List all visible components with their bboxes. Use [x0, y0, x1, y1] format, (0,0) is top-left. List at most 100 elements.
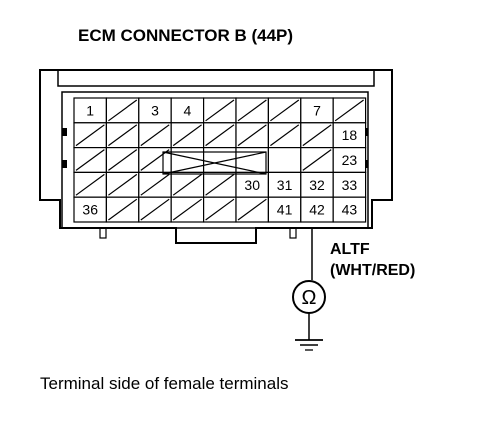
- pin-cell: [203, 97, 237, 124]
- pin-cell: [170, 196, 205, 223]
- unused-pin-slash: [237, 99, 267, 122]
- pin-number: 33: [342, 177, 358, 193]
- connector-housing: [39, 69, 393, 244]
- pin-number: 31: [277, 177, 293, 193]
- unused-pin-slash: [270, 99, 300, 122]
- pin-cell: [332, 97, 367, 124]
- pin-cell: 36: [73, 196, 108, 223]
- connector-key-left-top: [62, 128, 67, 136]
- unused-pin-slash: [140, 124, 170, 147]
- pin-grid: 1 3 4 7 18 23 30 31 32 33 36 41 42 43: [73, 97, 367, 223]
- pin-number: 18: [342, 127, 358, 143]
- ground-icon: [295, 339, 323, 351]
- pin-cell: [105, 171, 140, 198]
- unused-pin-slash: [270, 124, 300, 147]
- pin-cell: [267, 122, 302, 149]
- wire-terminal-label: ALTF: [330, 241, 370, 258]
- pin-cell: 3: [138, 97, 172, 124]
- pin-number: 42: [309, 202, 325, 218]
- pin-cell: 31: [267, 171, 302, 198]
- unused-pin-slash: [75, 149, 105, 171]
- unused-pin-slash: [108, 173, 138, 196]
- pin-number: 30: [244, 177, 260, 193]
- pin-cell-box: [300, 171, 334, 198]
- unused-pin-slash: [140, 149, 170, 171]
- unused-pin-slash: [108, 198, 138, 221]
- unused-pin-slash: [205, 124, 235, 147]
- pin-cell: 43: [332, 196, 367, 223]
- pin-cell-box: [138, 97, 172, 124]
- center-blank-marker: [162, 151, 267, 175]
- connector-latch-left: [99, 227, 107, 239]
- pin-cell: [203, 171, 237, 198]
- unused-pin-slash: [75, 124, 105, 147]
- pin-cell: [203, 122, 237, 149]
- pin-cell: [267, 147, 302, 174]
- pin-number: 32: [309, 177, 325, 193]
- pin-cell: [300, 122, 334, 149]
- unused-pin-slash: [172, 198, 202, 221]
- pin-cell: [73, 171, 108, 198]
- unused-pin-slash: [302, 124, 332, 147]
- pin-number: 36: [82, 202, 98, 218]
- pin-cell: [267, 97, 302, 124]
- diagram-caption: Terminal side of female terminals: [40, 374, 288, 393]
- unused-pin-slash: [75, 173, 105, 196]
- pin-cell-box: [235, 171, 270, 198]
- pin-cell: [105, 122, 140, 149]
- pin-cell: [300, 147, 334, 174]
- pin-cell-box: [332, 196, 367, 223]
- pin-cell: [138, 171, 172, 198]
- pin-cell: [235, 196, 270, 223]
- pin-number: 43: [342, 202, 358, 218]
- pin-cell: [138, 122, 172, 149]
- pin-cell: [235, 97, 270, 124]
- pin-cell: [235, 122, 270, 149]
- pin-number: 23: [342, 152, 358, 168]
- pin-cell: [170, 122, 205, 149]
- pin-cell: 18: [332, 122, 367, 149]
- unused-pin-slash: [172, 124, 202, 147]
- wire-color-label: (WHT/RED): [330, 262, 415, 279]
- pin-cell: 33: [332, 171, 367, 198]
- pin-cell-box: [267, 196, 302, 223]
- pin-cell: 7: [300, 97, 334, 124]
- pin-cell: [73, 122, 108, 149]
- unused-pin-slash: [334, 99, 364, 122]
- pin-number: 41: [277, 202, 293, 218]
- pin-number: 1: [86, 102, 94, 118]
- diagram-title: ECM CONNECTOR B (44P): [78, 26, 293, 45]
- unused-pin-slash: [302, 149, 332, 171]
- pin-cell-box: [332, 122, 367, 149]
- pin-number: 3: [151, 102, 159, 118]
- unused-pin-slash: [205, 198, 235, 221]
- unused-pin-slash: [237, 198, 267, 221]
- pin-cell: [203, 196, 237, 223]
- connector-latch-right: [289, 227, 297, 239]
- pin-number: 4: [184, 102, 192, 118]
- pin-cell-box: [267, 147, 302, 174]
- pin-cell-box: [332, 171, 367, 198]
- pin-cell: [105, 97, 140, 124]
- pin-cell: [105, 147, 140, 174]
- unused-pin-slash: [205, 99, 235, 122]
- unused-pin-slash: [108, 149, 138, 171]
- pin-cell: 1: [73, 97, 108, 124]
- unused-pin-slash: [172, 173, 202, 196]
- pin-cell: [105, 196, 140, 223]
- pin-cell: 23: [332, 147, 367, 174]
- pin-cell: 42: [300, 196, 334, 223]
- unused-pin-slash: [108, 99, 138, 122]
- pin-cell: [138, 147, 172, 174]
- pin-cell: 41: [267, 196, 302, 223]
- pin-cell: [138, 196, 172, 223]
- pin-cell-box: [73, 97, 108, 124]
- pin-cell: 4: [170, 97, 205, 124]
- pin-cell: [170, 171, 205, 198]
- unused-pin-slash: [108, 124, 138, 147]
- pin-cell: 30: [235, 171, 270, 198]
- pin-cell: 32: [300, 171, 334, 198]
- connector-key-left-bottom: [62, 160, 67, 168]
